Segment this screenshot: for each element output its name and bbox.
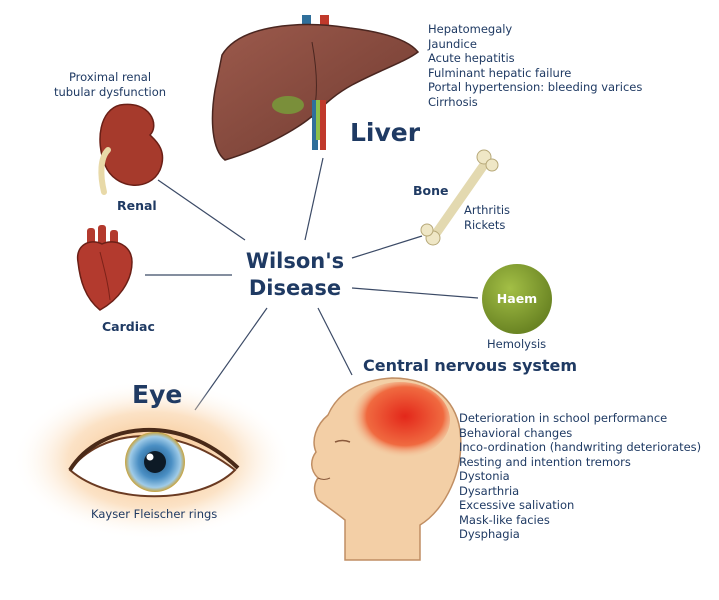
list-item: Arthritis bbox=[464, 203, 511, 217]
kidney-illustration bbox=[98, 103, 164, 195]
haem-label: Haem bbox=[496, 291, 538, 306]
renal-note: Proximal renal tubular dysfunction bbox=[40, 70, 180, 99]
haem-note: Hemolysis bbox=[487, 337, 547, 351]
list-item: Inco-ordination (handwriting deteriorate… bbox=[459, 440, 702, 454]
cardiac-label: Cardiac bbox=[102, 319, 155, 334]
eye-illustration bbox=[12, 380, 292, 540]
list-item: Jaundice bbox=[428, 36, 477, 51]
connector-renal bbox=[157, 179, 246, 241]
list-item: Dysphagia bbox=[459, 527, 520, 541]
list-item: Behavioral changes bbox=[459, 425, 573, 440]
renal-note-line: Proximal renal bbox=[68, 70, 152, 84]
eye-label: Eye bbox=[132, 380, 183, 409]
center-title: Wilson's Disease bbox=[230, 248, 360, 302]
head-illustration bbox=[311, 377, 462, 561]
center-title-line: Disease bbox=[248, 276, 342, 300]
renal-label: Renal bbox=[117, 198, 157, 213]
bone-illustration bbox=[420, 149, 499, 246]
list-item: Fulminant hepatic failure bbox=[428, 65, 572, 80]
list-item: Deterioration in school performance bbox=[459, 411, 668, 425]
renal-note-line: tubular dysfunction bbox=[53, 84, 167, 99]
bone-symptom-list: Arthritis Rickets bbox=[464, 203, 510, 232]
liver-illustration bbox=[211, 15, 420, 161]
connector-bone bbox=[351, 235, 423, 259]
list-item: Hepatomegaly bbox=[428, 22, 513, 36]
center-title-line: Wilson's bbox=[245, 249, 345, 273]
connector-lines bbox=[145, 157, 479, 411]
eye-note: Kayser Fleischer rings bbox=[91, 507, 218, 521]
liver-label: Liver bbox=[350, 118, 421, 147]
haem-circle bbox=[482, 264, 552, 334]
bone-label: Bone bbox=[413, 183, 449, 198]
list-item: Resting and intention tremors bbox=[459, 454, 631, 469]
connector-cns bbox=[317, 307, 353, 376]
cns-label: Central nervous system bbox=[363, 356, 578, 375]
liver-symptom-list: Hepatomegaly Jaundice Acute hepatitis Fu… bbox=[428, 22, 642, 109]
list-item: Excessive salivation bbox=[459, 498, 575, 512]
list-item: Dystonia bbox=[459, 469, 510, 483]
list-item: Cirrhosis bbox=[428, 94, 478, 109]
list-item: Rickets bbox=[464, 217, 506, 232]
list-item: Mask-like facies bbox=[459, 512, 550, 527]
heart-illustration bbox=[76, 225, 133, 311]
list-item: Dysarthria bbox=[459, 483, 520, 498]
list-item: Acute hepatitis bbox=[428, 51, 515, 65]
cns-symptom-list: Deterioration in school performance Beha… bbox=[459, 411, 701, 542]
connector-haem bbox=[351, 287, 479, 299]
connector-liver bbox=[304, 157, 324, 241]
list-item: Portal hypertension: bleeding varices bbox=[428, 80, 643, 94]
